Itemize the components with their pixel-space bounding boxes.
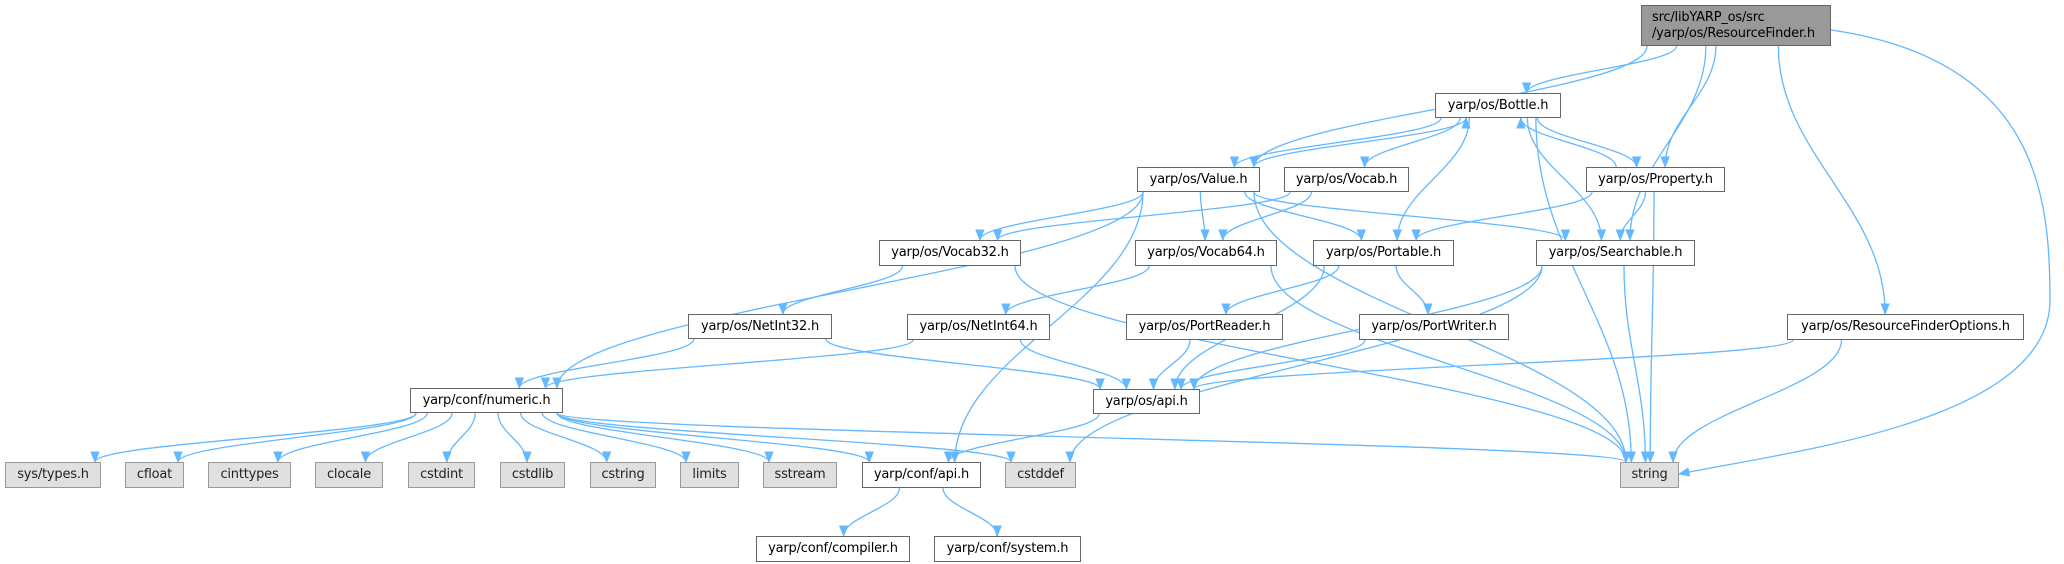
edge-vocab-to-vocab32 — [993, 191, 1291, 242]
edge-bottle-to-string — [1535, 117, 1636, 464]
node-netint32[interactable]: yarp/os/NetInt32.h — [688, 314, 832, 339]
node-vocab32[interactable]: yarp/os/Vocab32.h — [879, 240, 1021, 266]
edge-portable-to-portwriter — [1395, 265, 1433, 316]
edge-netint32-to-osapi — [825, 338, 1105, 391]
edge-bottle-to-searchable — [1526, 117, 1607, 242]
node-searchable[interactable]: yarp/os/Searchable.h — [1536, 240, 1695, 266]
node-cstdint: cstdint — [408, 462, 475, 488]
edge-property-to-string — [1645, 191, 1655, 464]
edge-rf-to-string — [1677, 29, 2051, 477]
edge-numeric-to-sstream — [556, 412, 774, 464]
edge-rf-to-bottle — [1521, 45, 1678, 95]
edge-vocab-to-vocab64 — [1218, 191, 1313, 242]
edge-rf-to-rfo — [1777, 45, 1890, 316]
edge-property-to-searchable — [1615, 191, 1647, 242]
edge-netint64-to-numeric — [541, 339, 914, 390]
edge-searchable-to-cstddef — [1065, 265, 1543, 464]
edge-numeric-to-cfloat — [173, 412, 417, 464]
node-sstream: sstream — [763, 462, 837, 488]
node-cstddef: cstddef — [1005, 462, 1076, 488]
node-clocale: clocale — [315, 462, 383, 488]
node-vocab64[interactable]: yarp/os/Vocab64.h — [1135, 240, 1277, 266]
edge-bottle-to-property — [1536, 117, 1642, 169]
node-netint64[interactable]: yarp/os/NetInt64.h — [907, 314, 1050, 340]
node-system[interactable]: yarp/conf/system.h — [934, 536, 1081, 562]
edge-confapi-to-compiler — [838, 487, 901, 538]
edge-portable-to-portreader — [1221, 265, 1340, 316]
edge-confapi-to-system — [942, 487, 1002, 538]
node-osapi[interactable]: yarp/os/api.h — [1093, 389, 1200, 414]
edge-vocab32-to-netint32 — [778, 265, 904, 316]
edge-numeric-to-cstddef — [556, 412, 1016, 464]
edge-value-to-numeric — [552, 191, 1144, 390]
edge-netint64-to-osapi — [1019, 339, 1131, 391]
node-portreader[interactable]: yarp/os/PortReader.h — [1126, 314, 1283, 340]
edge-vocab64-to-string — [1270, 265, 1631, 464]
edge-bottle-to-value — [1229, 117, 1442, 169]
edge-value-to-portable — [1244, 191, 1366, 242]
node-property[interactable]: yarp/os/Property.h — [1586, 167, 1725, 192]
edge-numeric-to-limits — [541, 412, 691, 464]
edge-value-to-vocab32 — [975, 191, 1144, 242]
edge-rfo-to-string — [1668, 339, 1843, 464]
edge-numeric-to-cinttypes — [273, 412, 428, 464]
edge-netint32-to-numeric — [514, 338, 695, 390]
edge-portwriter-to-osapi — [1176, 339, 1366, 391]
edge-numeric-to-string — [556, 412, 1631, 464]
node-cinttypes: cinttypes — [208, 462, 291, 488]
node-limits: limits — [680, 462, 739, 488]
edge-property-to-bottle — [1516, 116, 1617, 168]
node-cstdlib: cstdlib — [500, 462, 565, 488]
edge-numeric-to-clocale — [360, 412, 453, 464]
edge-rf-to-searchable — [1625, 45, 1707, 242]
edge-rfo-to-osapi — [1189, 339, 1794, 391]
node-compiler[interactable]: yarp/conf/compiler.h — [756, 536, 910, 562]
edge-vocab32-to-string — [1014, 265, 1631, 464]
edge-numeric-to-cstdint — [442, 412, 476, 464]
edge-numeric-to-confapi — [556, 412, 874, 464]
edge-portreader-to-osapi — [1148, 339, 1191, 391]
edge-numeric-to-cstring — [519, 412, 612, 464]
node-string: string — [1620, 462, 1679, 488]
node-vocab[interactable]: yarp/os/Vocab.h — [1284, 167, 1409, 192]
node-cstring: cstring — [590, 462, 656, 488]
edge-value-to-vocab64 — [1199, 191, 1210, 242]
node-portwriter[interactable]: yarp/os/PortWriter.h — [1359, 314, 1509, 340]
edge-numeric-to-systypes — [90, 412, 417, 464]
node-portable[interactable]: yarp/os/Portable.h — [1313, 240, 1454, 266]
node-cfloat: cfloat — [125, 462, 184, 488]
edge-bottle-to-portable — [1392, 117, 1471, 242]
node-rf: src/libYARP_os/src /yarp/os/ResourceFind… — [1641, 5, 1831, 46]
edge-vocab64-to-netint64 — [1001, 265, 1150, 316]
edge-numeric-to-cstdlib — [497, 412, 532, 464]
node-rfo[interactable]: yarp/os/ResourceFinderOptions.h — [1787, 314, 2024, 340]
node-systypes: sys/types.h — [5, 462, 101, 488]
node-bottle[interactable]: yarp/os/Bottle.h — [1435, 93, 1561, 118]
edge-value-to-searchable — [1253, 191, 1570, 242]
edge-searchable-to-string — [1623, 265, 1651, 464]
edge-property-to-portable — [1411, 191, 1593, 242]
node-numeric[interactable]: yarp/conf/numeric.h — [410, 388, 563, 413]
node-value[interactable]: yarp/os/Value.h — [1137, 167, 1260, 192]
edge-osapi-to-confapi — [943, 413, 1100, 464]
edge-bottle-to-vocab — [1360, 117, 1461, 169]
edge-value-to-bottle — [1253, 116, 1471, 168]
node-confapi[interactable]: yarp/conf/api.h — [862, 462, 981, 488]
